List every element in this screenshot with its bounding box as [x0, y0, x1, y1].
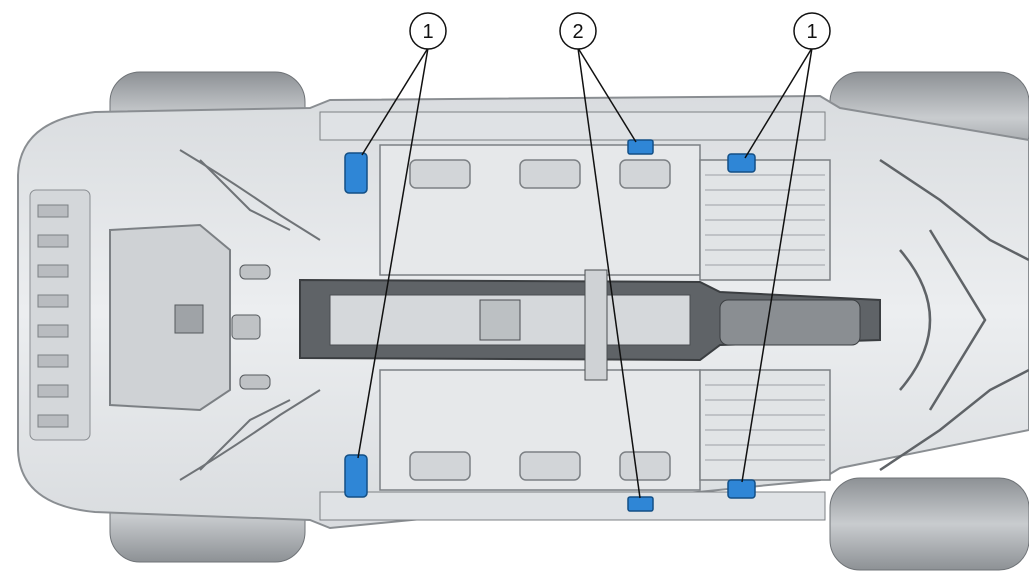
svg-text:1: 1	[806, 21, 817, 43]
central-tunnel	[299, 269, 881, 381]
svg-text:1: 1	[422, 21, 433, 43]
front-suspension	[179, 149, 321, 481]
jack-point-front-top	[344, 152, 368, 194]
jack-point-center-top	[627, 139, 654, 155]
callout-1-right: 1	[793, 12, 831, 50]
tire-rear-bottom	[829, 477, 1029, 571]
front-subframe	[29, 189, 271, 441]
rear-suspension	[879, 158, 1029, 472]
rear-floor-ribs	[705, 174, 825, 461]
jack-point-rear-bottom	[727, 479, 756, 499]
floor-panels	[379, 144, 831, 491]
jack-point-front-bottom	[344, 454, 368, 498]
callout-2-center: 2	[559, 12, 597, 50]
jack-point-center-bottom	[627, 496, 654, 512]
jack-point-rear-top	[727, 153, 756, 173]
sill-top	[319, 111, 826, 141]
leader-lines	[357, 47, 813, 499]
svg-text:2: 2	[572, 21, 583, 43]
jack-points	[344, 139, 756, 512]
callout-1-left: 1	[409, 12, 447, 50]
